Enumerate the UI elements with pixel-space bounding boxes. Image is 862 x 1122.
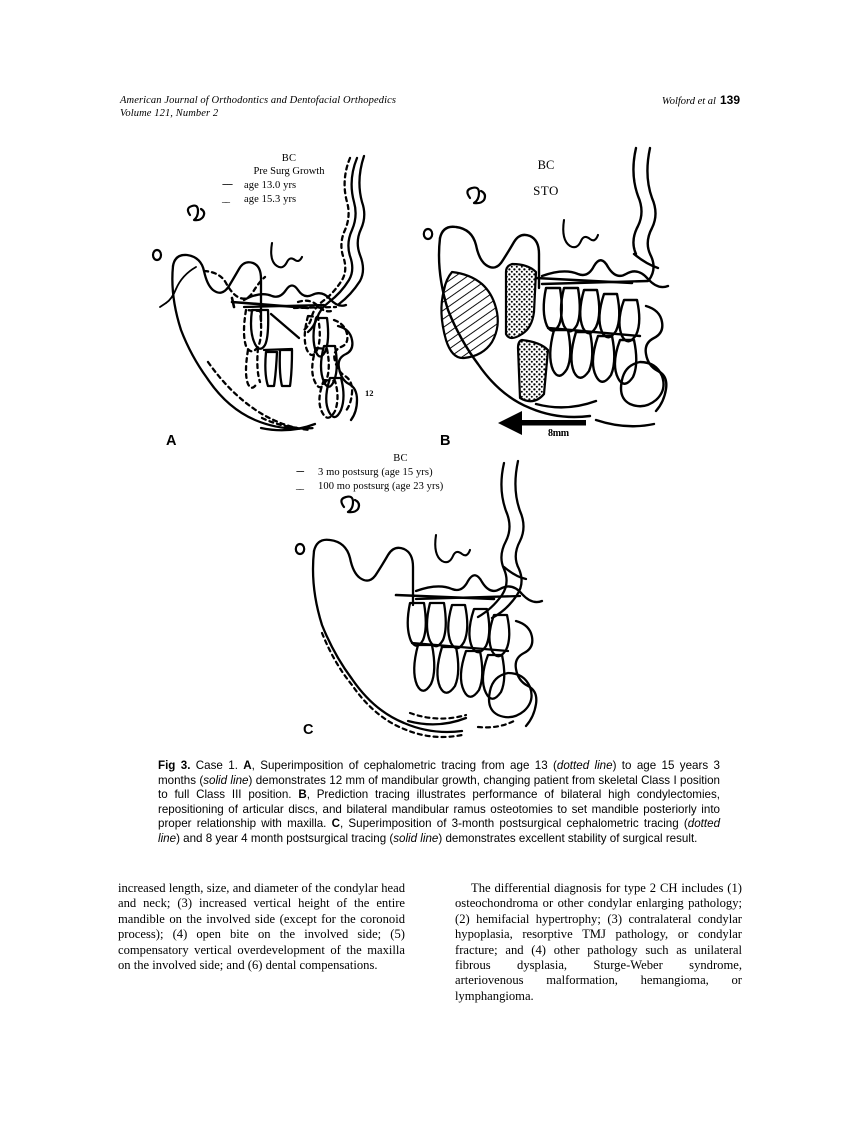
caption-run: solid line <box>203 773 249 787</box>
caption-run: solid line <box>393 831 439 845</box>
repositioning-arrow <box>498 411 586 435</box>
orbitale-marker <box>422 227 434 241</box>
legend-a-key-dotted: ---- <box>222 179 233 190</box>
sella-marker <box>466 186 487 205</box>
nasal-marker <box>270 241 304 269</box>
volume-number: 121, Number 2 <box>151 108 219 119</box>
dotted-tracing-13y <box>202 156 354 432</box>
volume-word: Volume <box>120 108 152 119</box>
body-column-right: The differential diagnosis for type 2 CH… <box>455 881 742 1004</box>
legend-c-key-solid: __ <box>296 480 304 491</box>
caption-run: Case 1. <box>190 759 244 772</box>
caption-run: B <box>298 788 307 802</box>
panel-letter-a: A <box>166 433 177 449</box>
page-number: 139 <box>719 93 740 107</box>
legend-c-row-solid: __ 100 mo postsurg (age 23 yrs) <box>296 479 511 493</box>
solid-tracing-100mo <box>311 459 544 734</box>
paragraph-continuation: increased length, size, and diameter of … <box>118 881 405 973</box>
hatched-osteotomy-region <box>440 270 499 360</box>
legend-a-key-solid: __ <box>222 193 230 204</box>
caption-run: C <box>331 817 340 831</box>
legend-b-title: BC <box>537 158 555 172</box>
legend-c-label-solid: 100 mo postsurg (age 23 yrs) <box>318 481 444 492</box>
legend-c-row-dotted: --- 3 mo postsurg (age 15 yrs) <box>296 465 511 479</box>
running-authors: Wolford et al <box>661 96 716 107</box>
legend-b-subtitle: STO <box>533 183 559 198</box>
legend-c-key-dotted: --- <box>296 466 305 477</box>
legend-a-label-dotted: age 13.0 yrs <box>244 180 297 191</box>
caption-run: ) demonstrates excellent stability of su… <box>438 831 698 845</box>
panel-a-legend: BC Pre Surg Growth ---- age 13.0 yrs __ ag… <box>214 152 364 206</box>
stippled-osteotomy-band <box>504 262 550 403</box>
panel-c-legend: BC --- 3 mo postsurg (age 15 yrs) __ 100 m… <box>296 452 511 493</box>
sella-marker <box>186 204 206 222</box>
panel-a-tracing <box>148 150 418 450</box>
growth-measurement-label: 12 <box>365 388 374 398</box>
legend-pointer <box>159 266 197 308</box>
orbitale-marker <box>294 542 306 556</box>
caption-run: , Superimposition of cephalometric traci… <box>251 759 557 772</box>
caption-run: ) demonstrates 12 mm of mandibular growt… <box>158 773 720 802</box>
prediction-tracing <box>437 146 670 428</box>
figure-3: A B C BC Pre Surg Growth ---- age 13.0 yr… <box>118 140 742 750</box>
running-head: American Journal of Orthodontics and Den… <box>120 94 740 124</box>
legend-a-row-dotted: ---- age 13.0 yrs <box>222 178 364 192</box>
arrow-measurement-label: 8mm <box>548 428 569 439</box>
legend-a-label-solid: age 15.3 yrs <box>244 194 297 205</box>
legend-c-title: BC <box>393 453 408 464</box>
dotted-tracing-3mo <box>320 631 516 739</box>
journal-title: American Journal of Orthodontics and Den… <box>120 95 397 106</box>
legend-a-row-solid: __ age 15.3 yrs <box>222 192 364 206</box>
caption-run: ) to age 15 years 3 months ( <box>158 759 720 787</box>
legend-a-subtitle: Pre Surg Growth <box>253 166 325 177</box>
figure-caption-text: Case 1. A, Superimposition of cephalomet… <box>158 759 720 845</box>
caption-run: dotted line <box>158 817 721 845</box>
volume-line: Volume 121, Number 2 <box>120 107 396 120</box>
nasal-marker <box>434 533 472 564</box>
caption-run: , Prediction tracing illustrates perform… <box>158 788 720 831</box>
caption-run: ) and 8 year 4 month postsurgical tracin… <box>176 831 394 845</box>
panel-letter-c: C <box>303 722 314 738</box>
caption-run: , Superimposition of 3-month postsurgica… <box>339 817 688 831</box>
panel-b-legend: BC STO <box>486 158 606 199</box>
legend-a-title: BC <box>281 153 297 164</box>
figure-caption: Fig 3. Case 1. A, Superimposition of cep… <box>158 759 720 847</box>
caption-run: dotted line <box>556 759 613 772</box>
journal-title-block: American Journal of Orthodontics and Den… <box>120 94 396 120</box>
panel-c-tracing <box>278 445 578 745</box>
legend-c-label-dotted: 3 mo postsurg (age 15 yrs) <box>318 467 433 478</box>
body-column-left: increased length, size, and diameter of … <box>118 881 405 973</box>
body-text: increased length, size, and diameter of … <box>118 881 742 1011</box>
orbitale-marker <box>151 248 163 262</box>
paragraph-differential-diagnosis: The differential diagnosis for type 2 CH… <box>455 881 742 1003</box>
solid-tracing-15y <box>171 154 366 432</box>
sella-marker <box>340 495 361 514</box>
nasal-marker <box>562 218 600 249</box>
panel-letter-b: B <box>440 433 451 449</box>
figure-caption-label: Fig 3. <box>158 759 191 772</box>
caption-run: A <box>243 759 252 772</box>
panel-b-tracing <box>418 146 708 453</box>
